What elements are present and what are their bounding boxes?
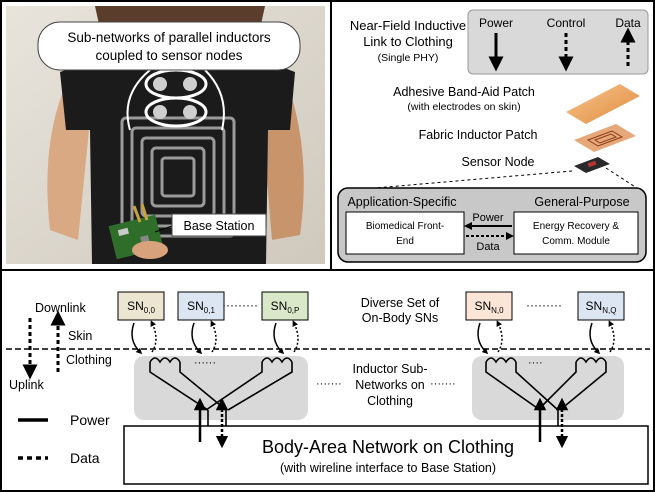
node-zoom-line-left [351, 170, 573, 191]
sensor-node-rect [177, 291, 225, 321]
fabric-patch-image [574, 124, 636, 152]
link-legend-box [467, 9, 649, 75]
base-station-label: Base Station [184, 219, 255, 233]
sensor-node-box: SN0,1 [177, 291, 225, 321]
fabric-patch-label: Fabric Inductor Patch [419, 128, 538, 142]
link-panel: Near-Field Inductive Link to Clothing (S… [337, 9, 649, 263]
photo-panel: Sub-networks of parallel inductors coupl… [6, 6, 325, 265]
downlink-label: Downlink [35, 301, 86, 315]
node-data-label: Data [476, 241, 500, 253]
energy-recovery-box [513, 211, 639, 255]
sensor-node-rect [465, 291, 513, 321]
app-specific-title: Application-Specific [347, 195, 456, 209]
energy-line-1: Energy Recovery & [533, 221, 619, 232]
callout-line-1: Sub-networks of parallel inductors [67, 30, 271, 45]
legend-power-label: Power [479, 16, 513, 30]
biomedical-line-1: Biomedical Front- [366, 221, 444, 232]
sn-set-line-1: Diverse Set of [361, 296, 440, 310]
base-station-board [108, 203, 168, 260]
subnet-line-1: Inductor Sub- [352, 362, 427, 376]
energy-line-2: Comm. Module [542, 236, 610, 247]
bandaid-patch-image [566, 84, 640, 124]
sensor-node-label: SN0,1 [187, 299, 215, 315]
link-title-line-2: Link to Clothing [363, 34, 453, 49]
sensor-node-label: SN0,P [271, 299, 300, 315]
sensor-node-box: SN0,P [261, 291, 309, 321]
sensor-node-layer: SN0,0 SN0,1 SN0,P SNN,0 SNN,Q [117, 291, 625, 321]
subnet-dots-left: ······· [316, 378, 342, 390]
link-title-line-1: Near-Field Inductive [350, 18, 466, 33]
sensor-node-rect [577, 291, 625, 321]
inductor-wiring-left [149, 357, 293, 426]
legend-data-text: Data [70, 450, 100, 466]
sensor-node-box: SNN,0 [465, 291, 513, 321]
network-panel: Downlink Uplink Skin Clothing SN0,0 SN0,1… [6, 291, 650, 485]
skin-label: Skin [68, 329, 92, 343]
base-station-label-box [171, 213, 267, 237]
callout-connectors [126, 69, 225, 131]
inductor-subnetwork-right [472, 356, 624, 420]
base-station-pointer [154, 225, 173, 233]
general-purpose-title: General-Purpose [534, 195, 629, 209]
sensor-node-label: SNN,Q [586, 299, 617, 315]
sensor-node-box: SNN,Q [577, 291, 625, 321]
legend-data-label: Data [615, 16, 641, 30]
biomedical-front-end-box [345, 211, 465, 255]
inductor-subnetwork-left [134, 356, 308, 420]
legend-control-label: Control [547, 16, 586, 30]
ban-title: Body-Area Network on Clothing [262, 437, 514, 457]
coil-dots-right: ···· [528, 357, 543, 369]
sensor-node-rect [117, 291, 165, 321]
sn-set-line-2: On-Body SNs [362, 311, 438, 325]
bandaid-sublabel: (with electrodes on skin) [407, 101, 520, 113]
sn-dots-right: ········· [526, 298, 562, 312]
sn-dots-left: ········· [222, 298, 258, 312]
sensor-node-chip [587, 160, 597, 168]
link-subtitle: (Single PHY) [378, 52, 439, 64]
sensor-node-label: SN0,0 [127, 299, 155, 315]
sn-coupling-arrows [131, 320, 615, 355]
ban-subtitle: (with wireline interface to Base Station… [280, 461, 496, 475]
node-power-label: Power [472, 212, 504, 224]
node-zoom-line-right [605, 167, 641, 191]
sensor-patches [144, 68, 208, 128]
biomedical-line-2: End [396, 236, 414, 247]
clothing-label: Clothing [66, 353, 112, 367]
callout-bubble [37, 21, 301, 71]
subnet-line-2: Networks on [355, 378, 425, 392]
bandaid-label: Adhesive Band-Aid Patch [393, 85, 535, 99]
sensor-node-rect [261, 291, 309, 321]
legend-power-text: Power [70, 412, 110, 428]
uplink-label: Uplink [9, 378, 44, 392]
callout-line-2: coupled to sensor nodes [95, 48, 242, 63]
sensor-node-box: SN0,0 [117, 291, 165, 321]
sensor-node-label: Sensor Node [462, 155, 535, 169]
coil-dots-left: ······ [194, 357, 216, 369]
sensor-node-label: SNN,0 [474, 299, 504, 315]
inductor-wiring-right [485, 357, 607, 426]
subnet-line-3: Clothing [367, 394, 413, 408]
subnet-dots-right: ······· [430, 378, 456, 390]
